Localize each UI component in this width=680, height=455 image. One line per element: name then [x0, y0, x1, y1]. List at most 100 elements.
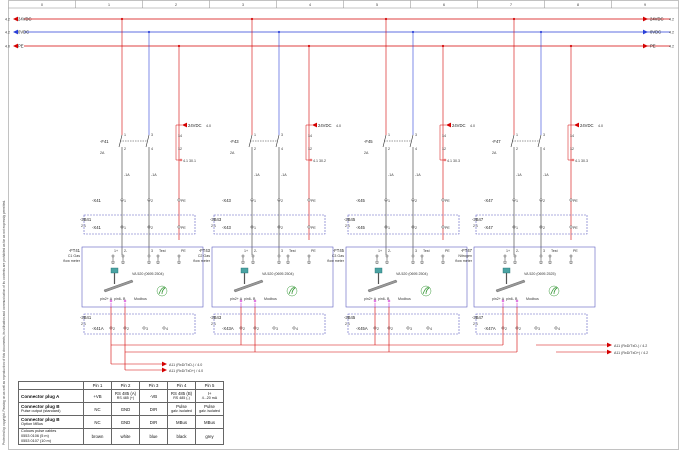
- cell-text: grey: [205, 434, 214, 439]
- logo-ring-icon: [156, 285, 168, 297]
- pin-dot: [109, 299, 113, 303]
- plug-terminal-number: 2: [257, 327, 259, 331]
- pin-table-cell: DIR: [139, 402, 168, 416]
- pin-number: 12: [178, 147, 182, 151]
- pin-table-cell: brown: [83, 428, 112, 445]
- device-pin-number: 2-: [124, 249, 128, 253]
- device-pin: [307, 254, 311, 258]
- terminal-dot: [177, 198, 181, 202]
- bottom-junction-id: -3B43: [210, 315, 222, 320]
- pin-table-cell: grey: [195, 428, 224, 445]
- junction-dot: [307, 44, 311, 48]
- pipe-icon: [495, 279, 526, 293]
- cell-text: galv. isolated: [199, 409, 220, 413]
- cell-text: black: [176, 434, 187, 439]
- pin-table-header: Pin 1: [83, 381, 112, 390]
- device-model: VA 520 (0695 2504): [262, 272, 294, 276]
- column-number: 7: [510, 3, 512, 7]
- terminal-number: 2: [151, 226, 153, 230]
- plug-terminal-number: 4: [558, 327, 560, 331]
- pin-number: 2: [516, 147, 518, 151]
- device-pin-number: PE: [311, 249, 316, 253]
- terminal2-id: -X47: [484, 225, 494, 230]
- pin-table-header-row: Pin 1 Pin 2 Pin 3 Pin 4 Pin 5: [18, 381, 224, 390]
- column-number: 4: [309, 3, 311, 7]
- breaker-contact: [537, 134, 542, 148]
- rail-ref-left: 4.0: [5, 45, 10, 49]
- device-pin: [375, 254, 379, 258]
- pin-a-label: pin2+ A: [100, 297, 113, 301]
- junction-id: -3B45: [344, 217, 356, 222]
- cable-marker: -1A: [415, 173, 421, 177]
- rail-label-right: 24VDC: [650, 17, 664, 22]
- junction-box: [213, 214, 326, 235]
- terminal-dot: [307, 225, 311, 229]
- pin-table-cell: DIR: [139, 415, 168, 429]
- cell-text: DIR: [149, 406, 158, 412]
- pin-number: 1: [124, 133, 126, 137]
- cell-text: MBus: [176, 419, 187, 425]
- pin-number: 4: [281, 147, 283, 151]
- cable-marker: -1A: [543, 173, 549, 177]
- pin-wire: [240, 303, 256, 307]
- pin-number: 4: [151, 147, 153, 151]
- pin-table-cell: black: [167, 428, 196, 445]
- terminal-number: 1: [388, 199, 390, 203]
- device-pin: [241, 254, 245, 258]
- device-pin: [539, 254, 543, 258]
- bus-label-right-b: A11 (RxD/TxD+) / 4.2: [614, 351, 648, 355]
- terminal-number: 1: [516, 199, 518, 203]
- device-line1: C2 Gas: [198, 254, 210, 258]
- rail-ref-right: 4.2: [669, 45, 674, 49]
- terminal-number: PE: [181, 226, 186, 230]
- pin-dot: [515, 299, 519, 303]
- device-pin-number: 1+: [506, 249, 510, 253]
- pin-table-header: Pin 5: [195, 381, 224, 390]
- supply-arrow-icon: [182, 122, 187, 128]
- row-sub-text: Colours pulse cables: [21, 429, 57, 433]
- device-pin: [277, 254, 281, 258]
- bus-arrow-right-icon: [162, 367, 167, 373]
- pin-number: 14: [570, 134, 574, 138]
- device-pin-number: 3: [543, 249, 545, 253]
- pin-number: 12: [308, 147, 312, 151]
- pin-dot: [387, 299, 391, 303]
- cell-text: white: [120, 434, 131, 439]
- junction-dot: [384, 17, 388, 21]
- bottom-junction-sub: 2.1: [345, 322, 350, 326]
- device-model: VA 520 (0695 2504): [132, 272, 164, 276]
- junction-dot: [120, 17, 124, 21]
- terminal-number: 2: [543, 226, 545, 230]
- device-pin-number: Test: [159, 249, 166, 253]
- pin-table-cell: MBus: [167, 415, 196, 429]
- device-pin-number: PE: [181, 249, 186, 253]
- plug-terminal-number: 3: [276, 327, 278, 331]
- pin-number: 3: [151, 133, 153, 137]
- terminal-number: PE: [311, 199, 316, 203]
- pin-number: 2: [388, 147, 390, 151]
- terminal-number: PE: [573, 199, 578, 203]
- aux-ref: 4.1 30.3: [447, 159, 460, 163]
- cable-marker: -1A: [281, 173, 287, 177]
- pin-table-cell: RS 485 (A)RS 485 (+): [111, 389, 140, 403]
- device-pin: [569, 254, 573, 258]
- modbus-label: Modbus: [134, 297, 147, 301]
- plug-terminal-dot: [426, 326, 430, 330]
- rail-arrow-right-icon: [643, 16, 648, 22]
- cell-text: GND: [120, 419, 131, 425]
- pin-table-cell: RS 485 (B)RS 485 (-): [167, 389, 196, 403]
- device-line2: flow meter: [455, 259, 472, 263]
- breaker-id: -F41: [100, 139, 109, 144]
- junction-dot: [512, 17, 516, 21]
- pin-number: 12: [442, 147, 446, 151]
- pin-dot: [239, 299, 243, 303]
- pin-b-label: pin6- B: [244, 297, 256, 301]
- plug-terminal-number: 3: [538, 327, 540, 331]
- terminal-dot: [307, 198, 311, 202]
- plug-id: -X45A: [356, 326, 368, 331]
- device-pin-number: Test: [289, 249, 296, 253]
- supply-arrow-icon: [446, 122, 451, 128]
- pin-table-header: Pin 3: [139, 381, 168, 390]
- aux-ref: 4.1 30.2: [313, 159, 326, 163]
